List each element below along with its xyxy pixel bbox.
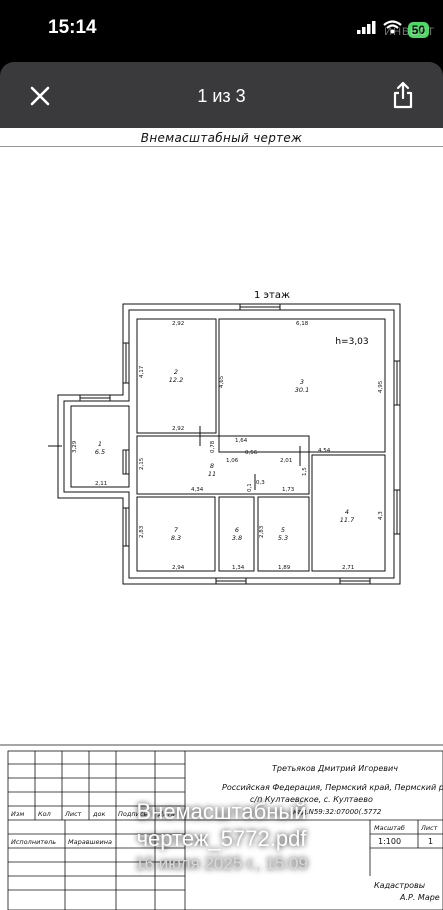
- stamp-col-list: Лист: [64, 810, 82, 818]
- share-icon: [393, 81, 413, 109]
- stamp-scale-label: Масштаб: [374, 824, 405, 832]
- dimension-label: 2,94: [172, 565, 185, 571]
- dimension-label: 1,73: [282, 487, 295, 493]
- stamp-owner: Третьяков Дмитрий Игоревич: [272, 764, 398, 773]
- room-7-area: 8.3: [171, 534, 181, 542]
- status-time: 15:14: [48, 17, 97, 38]
- dimension-label: 4,54: [318, 448, 331, 454]
- interior-walls: [48, 303, 401, 585]
- room-2-number: 2: [174, 368, 178, 376]
- dimension-label: 2,92: [172, 426, 184, 432]
- room-4-number: 4: [345, 508, 349, 516]
- dimension-label: 0,78: [210, 440, 216, 453]
- wifi-icon: [382, 20, 402, 39]
- room-6-area: 3.8: [232, 534, 242, 542]
- dimension-label: 4,95: [378, 380, 384, 393]
- signal-icon: [356, 20, 377, 39]
- status-icons: 50: [356, 20, 429, 39]
- file-name-line2: чертеж_5772.pdf: [136, 826, 307, 851]
- dimension-label: 1,06: [226, 458, 239, 464]
- stamp-col-kol: Кол: [38, 810, 51, 818]
- dimension-label: 6,18: [296, 321, 309, 327]
- dimension-label: 2,92: [172, 321, 184, 327]
- title-divider: [0, 146, 443, 147]
- stamp-col-izm: Изм: [11, 810, 24, 818]
- stamp-performer: Маравшеина: [68, 838, 112, 846]
- page-indicator: 1 из 3: [197, 86, 246, 106]
- stamp-sheet-label: Лист: [420, 824, 438, 832]
- room-3-area: 30.1: [295, 386, 309, 394]
- stamp-ispolnitel: Исполнитель: [11, 838, 56, 846]
- close-button[interactable]: [26, 82, 54, 110]
- dimension-label: 3,29: [72, 440, 78, 453]
- room-2-area: 12.2: [169, 376, 183, 384]
- dimension-label: 4,17: [139, 365, 145, 378]
- dimension-label: 0,56: [245, 450, 258, 456]
- dimension-label: 4,65: [219, 375, 225, 388]
- room-3-number: 3: [300, 378, 304, 386]
- dimension-label: 1,89: [278, 565, 291, 571]
- stamp-col-data: Дата: [157, 810, 175, 818]
- share-button[interactable]: [391, 80, 415, 110]
- file-date: 16 июля 2025 г., 15:09: [135, 854, 308, 873]
- stamp-col-dok: док: [92, 810, 105, 818]
- room-8-number: 8: [210, 462, 214, 470]
- file-caption: Внемасштабный чертеж_5772.pdf 16 июля 20…: [0, 798, 443, 874]
- room-6-number: 6: [235, 526, 239, 534]
- title-block: [0, 744, 443, 910]
- dimension-label: 2,15: [139, 457, 145, 470]
- file-name-line1: Внемасштабный: [136, 799, 307, 824]
- watermark-text: ИНВЕСТ: [384, 26, 435, 38]
- dimension-label: 2,83: [259, 525, 265, 538]
- document-page[interactable]: Внемасштабный чертеж: [0, 128, 443, 910]
- dimension-label: 1,64: [235, 438, 248, 444]
- floor-plan: 1 этаж h=3,03 1 6.5 2 12.2 3 30.1 4 11.7…: [0, 290, 443, 910]
- stamp-kadastr-name: А.Р. Маре: [399, 893, 440, 902]
- floor-label: 1 этаж: [254, 290, 290, 301]
- stamp-address-line3: кад.N59:32:07000(.5772: [293, 808, 382, 816]
- dimension-label: 2,83: [139, 525, 145, 538]
- dimension-label: 0,1: [247, 483, 253, 492]
- close-icon: [30, 86, 50, 106]
- stamp-scale-value: 1:100: [378, 837, 401, 846]
- room-4-area: 11.7: [340, 516, 355, 524]
- height-label: h=3,03: [335, 337, 368, 347]
- dimension-label: 2,01: [280, 458, 292, 464]
- dimension-label: 1,34: [232, 565, 245, 571]
- stamp-address-line1: Российская Федерация, Пермский край, Пер…: [222, 783, 443, 792]
- viewer-toolbar: 1 из 3: [0, 62, 443, 128]
- battery-indicator: 50: [407, 21, 429, 38]
- dimension-label: 2,71: [342, 565, 354, 571]
- status-bar: 15:14 50 ИНВЕСТ: [0, 0, 443, 62]
- stamp-sheet-value: 1: [428, 837, 433, 846]
- room-1-number: 1: [98, 440, 102, 448]
- dimension-label: 0,3: [256, 480, 265, 486]
- room-1-area: 6.5: [95, 448, 105, 456]
- room-5-number: 5: [281, 526, 285, 534]
- document-title: Внемасштабный чертеж: [140, 131, 303, 145]
- room-5-area: 5.3: [278, 534, 288, 542]
- dimension-label: 2,11: [95, 481, 107, 487]
- stamp-kadastr: Кадастровы: [374, 881, 425, 890]
- room-7-number: 7: [174, 526, 179, 534]
- dimension-label: 1,5: [302, 467, 308, 476]
- stamp-col-podpis: Подпись: [118, 810, 147, 818]
- dimension-label: 4,34: [191, 487, 204, 493]
- room-8-area: 11: [208, 470, 216, 478]
- stamp-address-line2: с/п Култаевское, с. Култаево: [250, 795, 373, 804]
- dimension-label: 4,3: [378, 511, 384, 520]
